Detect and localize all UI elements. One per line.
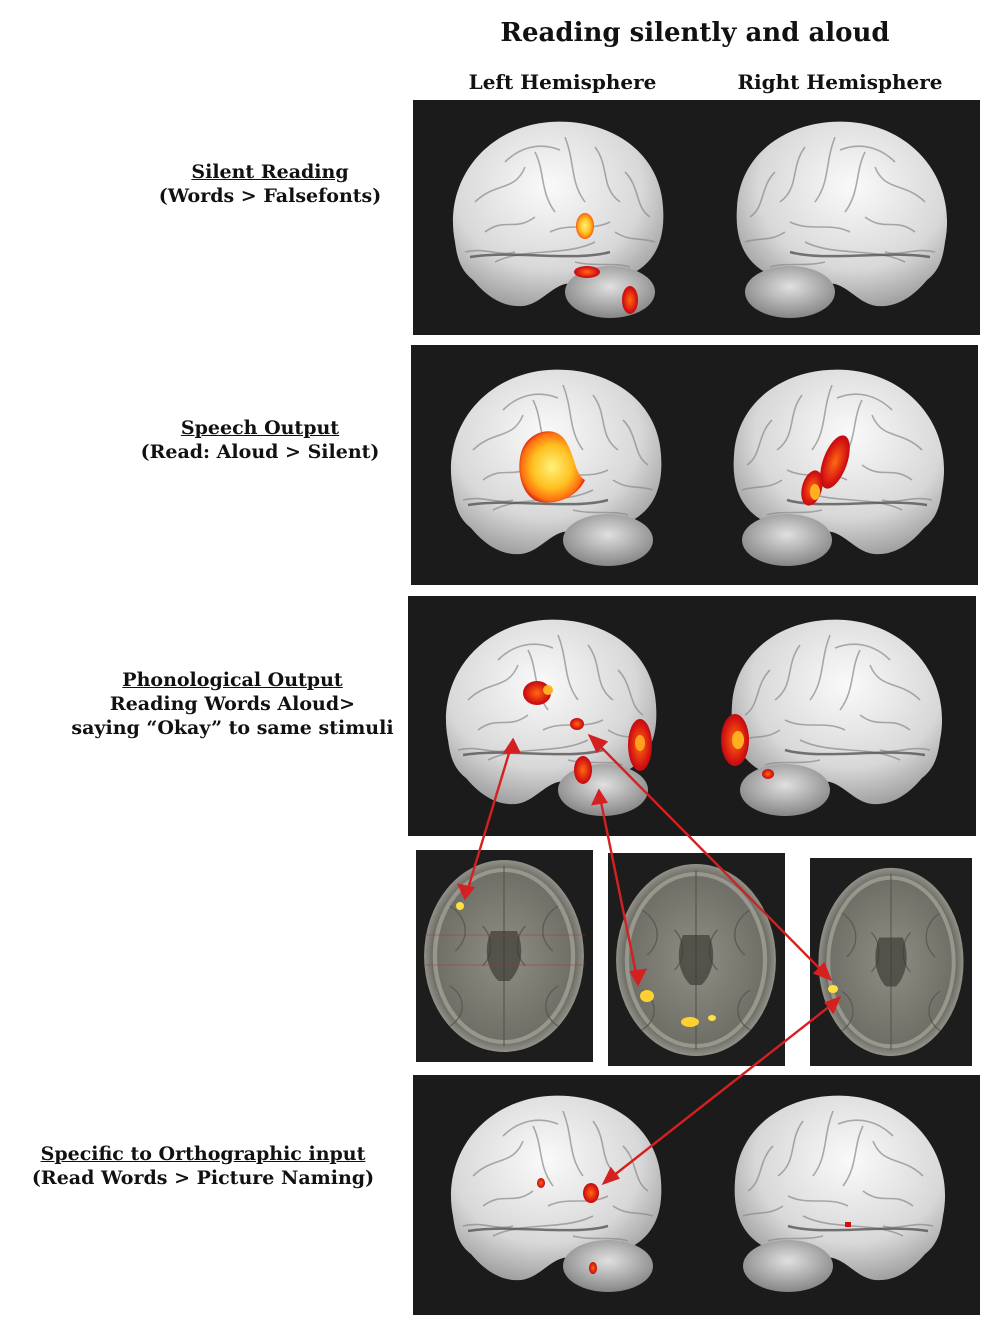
row-subheading: (Read Words > Picture Naming): [31, 1167, 375, 1189]
right-hemisphere-label: Right Hemisphere: [737, 70, 943, 94]
row-label-phonological-output: Phonological Output Reading Words Aloud>…: [60, 668, 405, 740]
row-heading: Phonological Output: [122, 669, 343, 691]
row-subheading: saying “Okay” to same stimuli: [71, 717, 394, 739]
row-heading: Silent Reading: [191, 161, 349, 183]
row-subheading: (Words > Falsefonts): [158, 185, 382, 207]
row-label-speech-output: Speech Output (Read: Aloud > Silent): [120, 416, 400, 464]
figure-title: Reading silently and aloud: [500, 18, 890, 48]
row-heading: Speech Output: [180, 417, 340, 439]
row-subheading: Reading Words Aloud>: [109, 693, 356, 715]
row-subheading: (Read: Aloud > Silent): [140, 441, 380, 463]
row-heading: Specific to Orthographic input: [40, 1143, 366, 1165]
row-label-orthographic-input: Specific to Orthographic input (Read Wor…: [18, 1142, 388, 1190]
correspondence-arrows: [456, 733, 842, 1186]
left-hemisphere-label: Left Hemisphere: [468, 70, 657, 94]
row-label-silent-reading: Silent Reading (Words > Falsefonts): [140, 160, 400, 208]
